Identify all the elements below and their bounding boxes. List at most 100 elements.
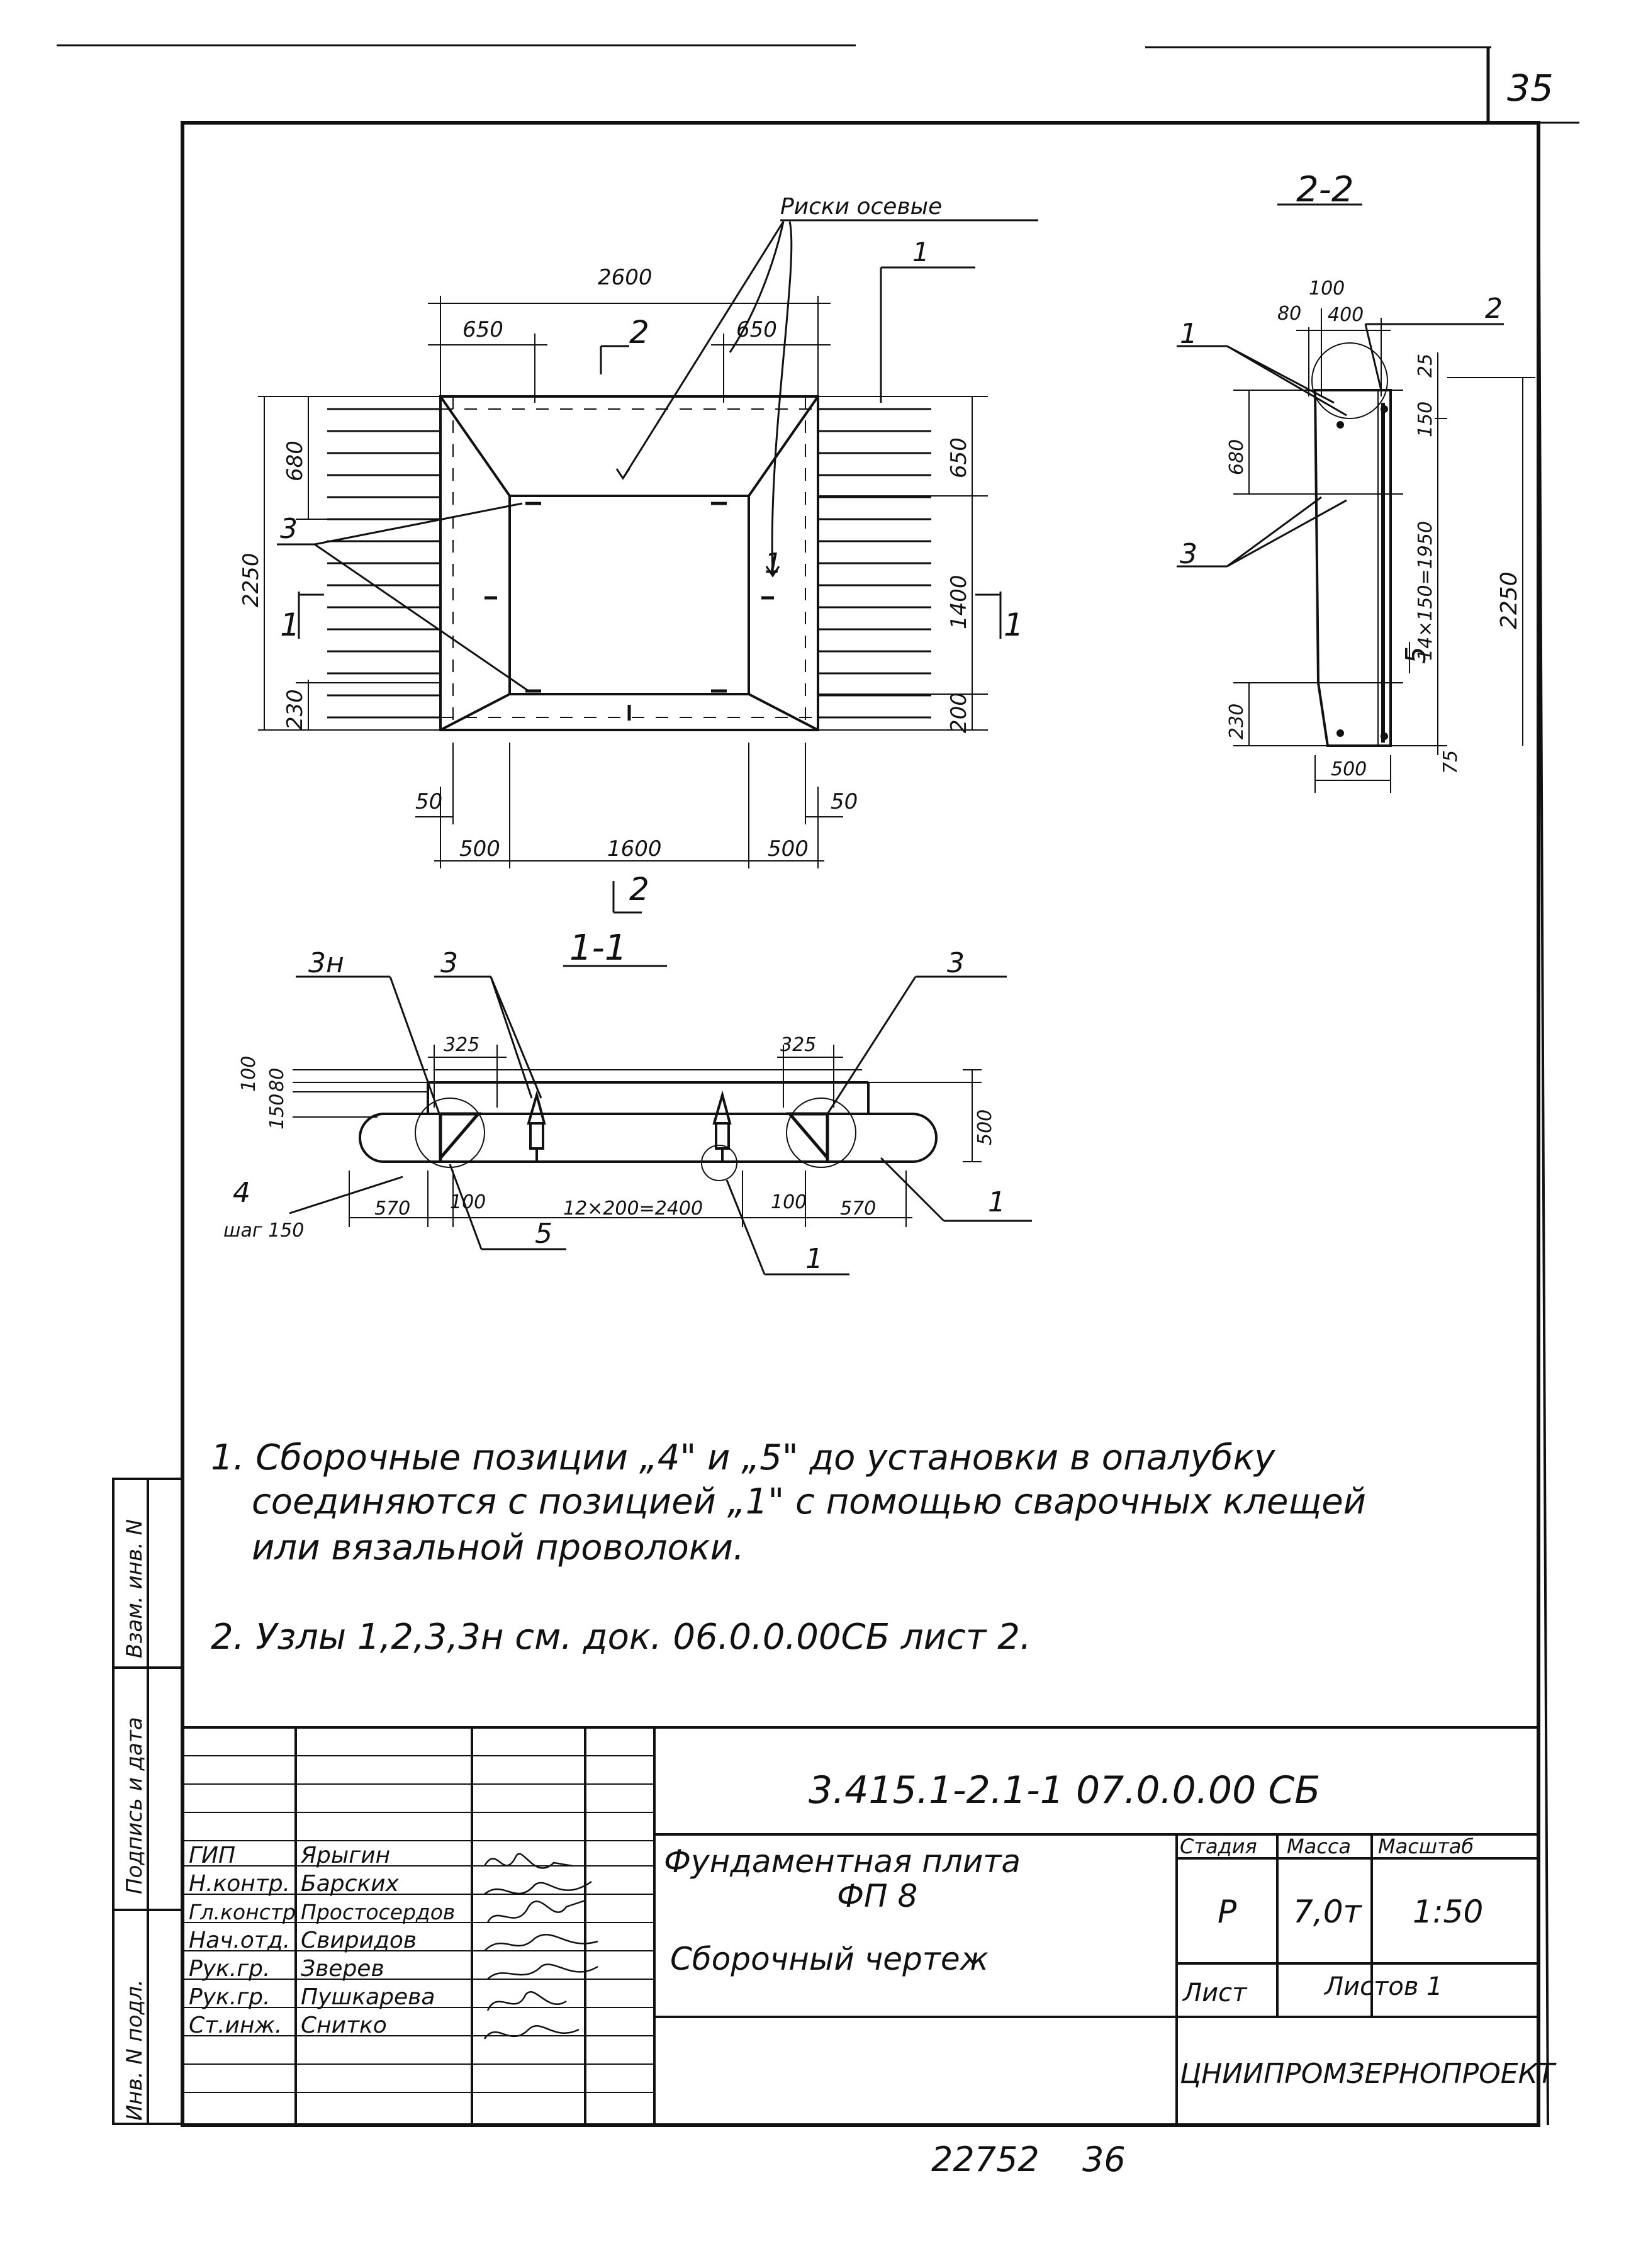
sec11-pos-5: 5 bbox=[535, 1218, 552, 1250]
dim-bottom-middle: 1600 bbox=[607, 836, 662, 862]
dim-top-total: 2600 bbox=[598, 265, 653, 290]
sec22-dim-80: 80 bbox=[1277, 303, 1301, 325]
organization: ЦНИИПРОМЗЕРНОПРОЕКТ bbox=[1180, 2058, 1557, 2090]
signature-6 bbox=[486, 1990, 567, 2011]
dim-top-left: 650 bbox=[462, 317, 503, 342]
sec22-dim-total: 2250 bbox=[1496, 571, 1522, 629]
staff-role: Н.контр. bbox=[189, 1871, 290, 1897]
signature-4 bbox=[484, 1934, 598, 1951]
dim-bottom-left: 500 bbox=[459, 836, 500, 862]
signature-5 bbox=[487, 1963, 598, 1980]
plan-cut-2-top: 2 bbox=[629, 314, 649, 351]
sheet-label: Лист bbox=[1182, 1979, 1248, 2007]
dim-bottom-small-right: 50 bbox=[831, 789, 858, 814]
sec11-pos-4: 4 bbox=[233, 1177, 250, 1209]
sec11-step: шаг 150 bbox=[223, 1220, 304, 1242]
plan-mark-1: 1 bbox=[765, 547, 782, 580]
stamp-inv-original: Инв. N подл. bbox=[122, 1979, 147, 2121]
note-line-1: 1. Сборочные позиции „4" и „5" до устано… bbox=[211, 1437, 1275, 1478]
sec11-pos-1b: 1 bbox=[988, 1186, 1006, 1218]
page-number: 35 bbox=[1507, 67, 1554, 109]
sec22-pos-5: 5 bbox=[1400, 646, 1432, 664]
stamp-signature-date: Подпись и дата bbox=[122, 1717, 147, 1894]
sec11-dim-150: 150 bbox=[266, 1094, 288, 1130]
staff-name: Барских bbox=[301, 1871, 400, 1897]
plan-cut-1-left: 1 bbox=[280, 607, 300, 643]
dim-right-upper: 650 bbox=[946, 437, 972, 478]
dim-left-total: 2250 bbox=[238, 553, 264, 607]
staff-name: Пушкарева bbox=[301, 1984, 435, 2010]
sec11-dim-80: 80 bbox=[266, 1068, 288, 1092]
plan-right-rebars bbox=[818, 408, 931, 719]
sec11-dim-570a: 570 bbox=[374, 1198, 410, 1220]
plan-outline bbox=[439, 395, 819, 731]
plan-left-rebars bbox=[327, 408, 440, 719]
section-1-1 bbox=[289, 965, 1032, 1276]
drawing-frame bbox=[181, 121, 1540, 2127]
staff-name: Снитко bbox=[301, 2013, 387, 2038]
sec22-dim-100: 100 bbox=[1309, 278, 1345, 300]
signature-3 bbox=[486, 1899, 586, 1923]
sec22-dim-500: 500 bbox=[1331, 758, 1367, 780]
section-2-2 bbox=[1177, 203, 1535, 793]
lifting-loop-left bbox=[527, 1090, 546, 1161]
sec11-pos-1a: 1 bbox=[805, 1243, 823, 1275]
sec22-dim-spacing: 14×150=1950 bbox=[1415, 521, 1437, 661]
section-2-2-title: 2-2 bbox=[1296, 169, 1353, 210]
dim-bottom-small-left: 50 bbox=[415, 789, 442, 814]
staff-table: ГИП Ярыгин Н.контр. Барских Гл.констр Пр… bbox=[189, 1843, 455, 2038]
title-block-text: 3.415.1-2.1-1 07.0.0.00 СБ Фундаментная … bbox=[664, 1768, 1557, 2090]
side-stamp-labels: Инв. N подл. Подпись и дата Взам. инв. N bbox=[122, 1519, 147, 2121]
sec11-dim-100a: 100 bbox=[450, 1191, 486, 1213]
signature-1 bbox=[483, 1853, 573, 1869]
signature-2 bbox=[484, 1880, 592, 1895]
sec11-dim-325a: 325 bbox=[444, 1034, 479, 1056]
bottom-page: 36 bbox=[1082, 2140, 1126, 2179]
sec11-pos-3h: 3н bbox=[308, 947, 344, 979]
sec11-dim-325b: 325 bbox=[780, 1034, 816, 1056]
staff-name: Свиридов bbox=[301, 1928, 417, 1953]
note-line-3: или вязальной проволоки. bbox=[252, 1527, 744, 1568]
signature-7 bbox=[483, 2025, 580, 2040]
doc-code: 3.415.1-2.1-1 07.0.0.00 СБ bbox=[809, 1768, 1320, 1812]
sec22-pos-3: 3 bbox=[1180, 538, 1197, 570]
staff-role: Нач.отд. bbox=[189, 1928, 290, 1953]
section-1-1-title: 1-1 bbox=[569, 928, 627, 968]
sec11-dim-spacing: 12×200=2400 bbox=[563, 1198, 703, 1220]
section-1-1-labels: 1-1 3н 3 3 325 325 100 80 150 500 4 шаг … bbox=[223, 928, 1006, 1275]
sec11-dim-500: 500 bbox=[974, 1109, 996, 1145]
plan-cut-1-right: 1 bbox=[1004, 607, 1024, 643]
sec11-dim-100b: 100 bbox=[771, 1191, 807, 1213]
staff-name: Зверев bbox=[301, 1956, 384, 1982]
sec22-pos-1: 1 bbox=[1180, 318, 1197, 350]
stage-label: Стадия bbox=[1180, 1834, 1257, 1858]
sec11-pos-3a: 3 bbox=[440, 947, 458, 979]
dim-left-lower: 230 bbox=[283, 689, 308, 730]
sec11-pos-3b: 3 bbox=[947, 947, 965, 979]
lifting-loop-right bbox=[712, 1090, 732, 1161]
plan-labels: Риски осевые 2600 650 650 1 2 2 1 1 3 1 … bbox=[238, 194, 1024, 907]
dim-top-right: 650 bbox=[736, 317, 777, 342]
plan-cut-2-bottom: 2 bbox=[629, 871, 649, 907]
sec22-dim-230: 230 bbox=[1226, 704, 1248, 739]
sec22-dim-400: 400 bbox=[1328, 304, 1364, 326]
staff-role: Ст.инж. bbox=[189, 2013, 282, 2038]
title-block-grid bbox=[182, 1726, 1538, 2124]
staff-role: ГИП bbox=[189, 1843, 235, 1868]
section-2-2-labels: 2-2 1 2 3 100 80 400 25 150 680 14×150=1… bbox=[1180, 169, 1522, 780]
scale-value: 1:50 bbox=[1413, 1894, 1483, 1930]
dim-right-middle: 1400 bbox=[946, 575, 972, 629]
dim-bottom-right: 500 bbox=[768, 836, 809, 862]
title-name-2: ФП 8 bbox=[837, 1878, 917, 1914]
dim-left-upper: 680 bbox=[283, 441, 308, 481]
sec11-dim-570b: 570 bbox=[840, 1198, 876, 1220]
plan-pos-1: 1 bbox=[912, 237, 929, 267]
plan-inner-opening bbox=[508, 495, 750, 695]
plan-view bbox=[258, 219, 1038, 914]
sec22-dim-150: 150 bbox=[1415, 401, 1437, 437]
mass-label: Масса bbox=[1287, 1834, 1351, 1858]
plan-pos-3: 3 bbox=[280, 513, 298, 545]
sec22-dim-680: 680 bbox=[1226, 439, 1248, 475]
